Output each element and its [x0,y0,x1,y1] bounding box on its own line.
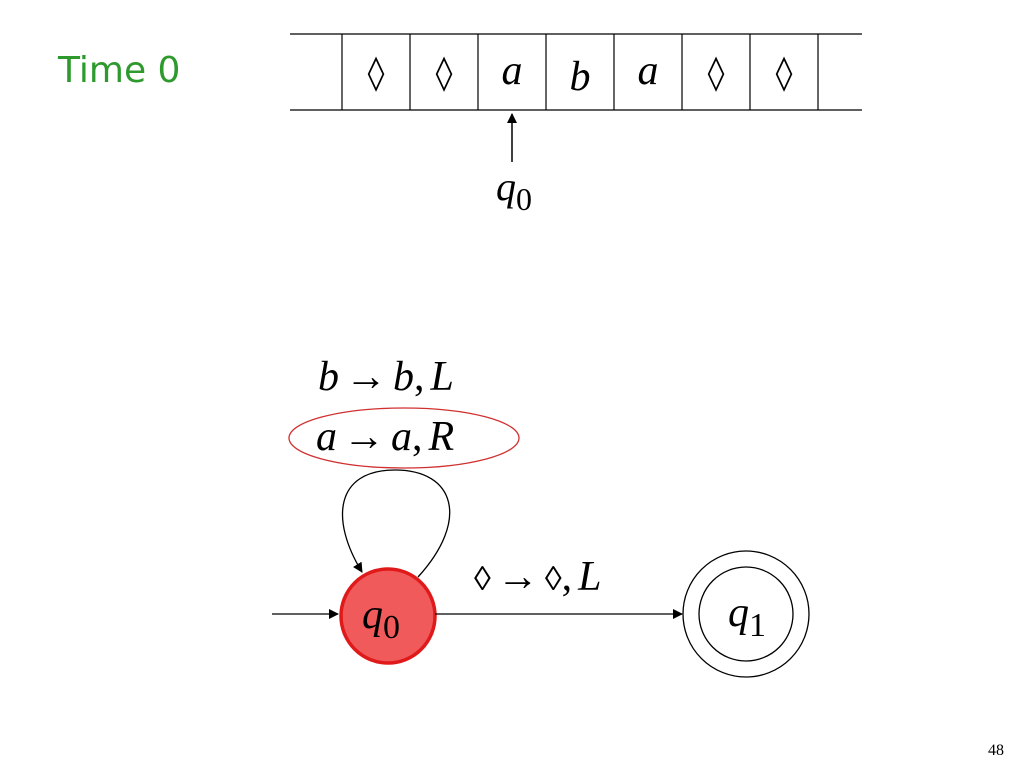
transition-read-a: a [316,414,337,460]
transition-read-b: b [318,354,339,400]
time-label: Time 0 [58,50,181,91]
transition-arrow-blank: → [497,554,539,600]
state-q0-sub: 0 [383,609,400,646]
tape-cell-symbol: a [502,48,523,94]
tape: ◊ ◊ a b a ◊ ◊ [290,33,862,111]
transition-move-blank: L [577,554,601,600]
state-q1-label: q1 [728,590,766,644]
state-q0-base: q [362,592,383,638]
state-q1-sub: 1 [749,607,766,644]
highlight-ellipse [288,407,520,469]
transition-write-blank: ◊ [545,561,562,598]
tape-cell-symbol: ◊ [776,53,793,93]
state-q0-label: q0 [362,592,400,646]
self-loop-edge [342,469,451,578]
state-q1-base: q [728,590,749,636]
transition-label-blank: ◊→◊,L [474,554,601,600]
tape-head-state-sub: 0 [516,181,532,217]
transition-write-b: b [393,354,414,400]
tape-cell-symbol: ◊ [708,53,725,93]
transition-label-b: b→b,L [318,354,454,400]
transition-comma-b: , [414,354,425,400]
transition-read-blank: ◊ [474,561,491,598]
tape-head-state-label: q0 [496,164,532,217]
transition-move-b: L [430,354,454,400]
state-q1: q1 [682,550,810,678]
tape-cell-symbol: ◊ [368,53,385,93]
state-q0-circle [339,567,437,665]
tape-head-state-base: q [496,164,516,209]
transition-arrow-b: → [345,354,387,400]
self-loop-labels: b→b,L a→a,R [288,354,520,469]
state-q1-inner-circle [698,566,794,662]
transition-label-a: a→a,R [316,414,454,460]
transition-comma-a: , [412,414,423,460]
transition-comma-blank: , [562,554,573,600]
tape-cell-symbol: a [638,48,659,94]
transition-arrow-a: → [343,414,385,460]
tape-cells: ◊ ◊ a b a ◊ ◊ [341,34,819,110]
slide-number: 48 [988,742,1004,759]
tape-head: q0 [496,113,532,217]
transition-write-a: a [391,414,412,460]
tape-cell-symbol: b [570,54,591,100]
state-q0: q0 [339,567,437,665]
transition-move-a: R [428,414,455,460]
tape-cell-symbol: ◊ [436,53,453,93]
